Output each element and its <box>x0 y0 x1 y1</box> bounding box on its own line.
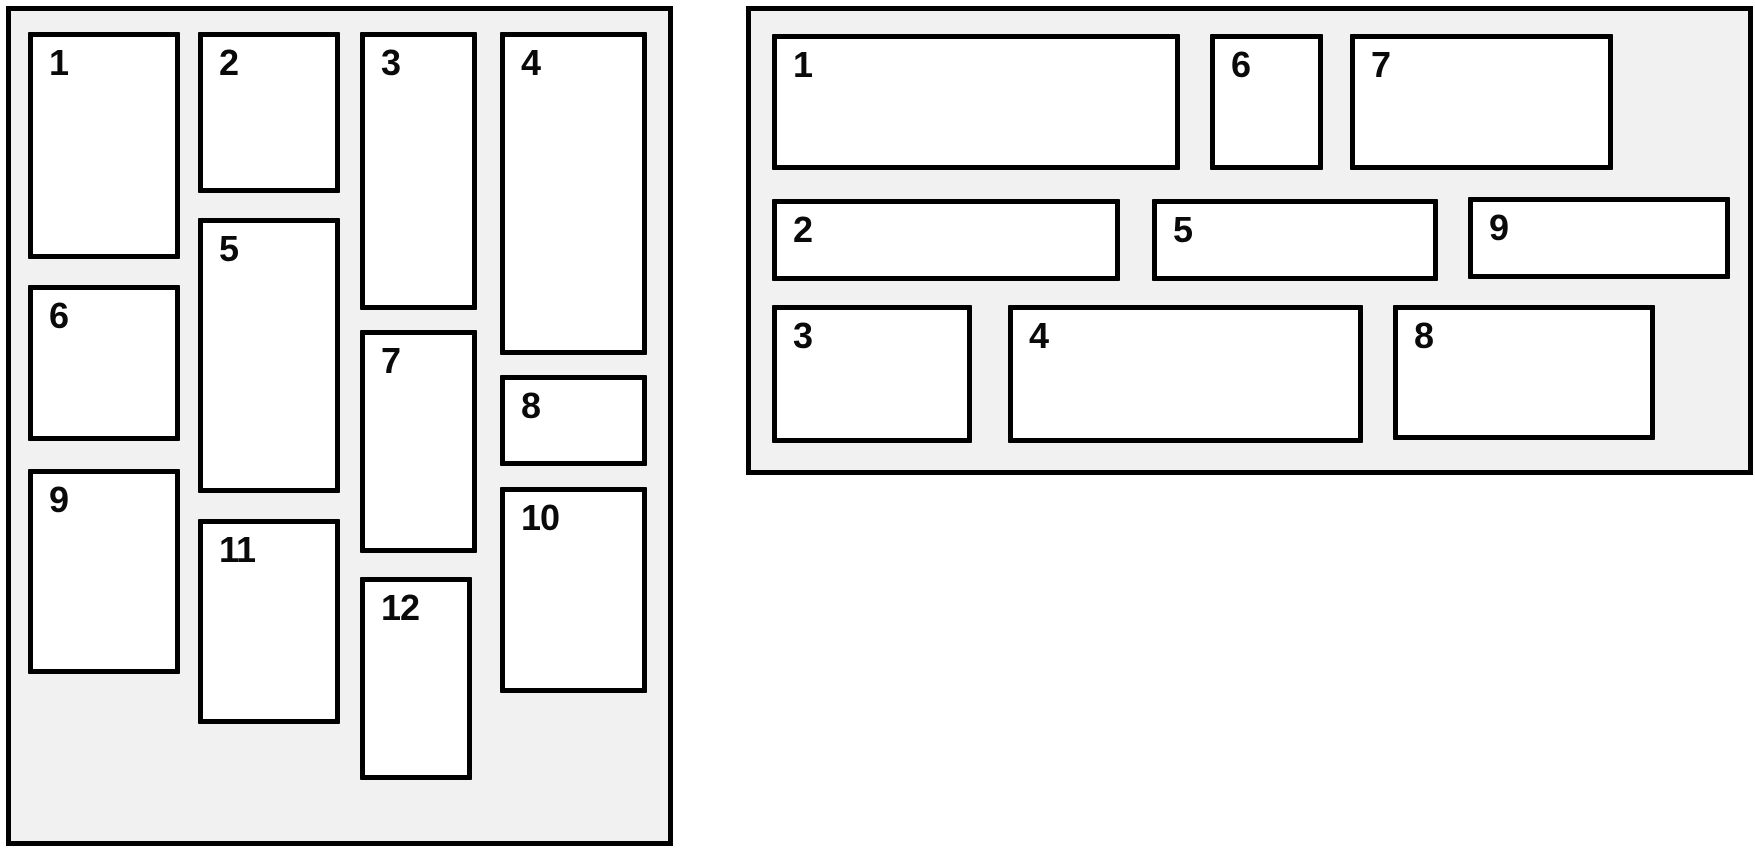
masonry-columns-panel-box-11: 11 <box>198 519 340 724</box>
box-number-label: 1 <box>793 44 813 85</box>
box-number-label: 9 <box>1489 207 1509 248</box>
box-number-label: 6 <box>49 295 69 336</box>
masonry-columns-panel-box-4: 4 <box>500 32 647 355</box>
grid-rows-panel-box-2: 2 <box>772 199 1120 281</box>
masonry-columns-panel-box-3: 3 <box>360 32 477 310</box>
box-number-label: 4 <box>521 42 541 83</box>
masonry-columns-panel-box-1: 1 <box>28 32 180 259</box>
box-number-label: 6 <box>1231 44 1251 85</box>
box-number-label: 10 <box>521 497 560 538</box>
box-number-label: 11 <box>219 529 256 570</box>
box-number-label: 2 <box>793 209 813 250</box>
grid-rows-panel-box-3: 3 <box>772 305 972 443</box>
grid-rows-panel-box-4: 4 <box>1008 305 1363 443</box>
grid-rows-panel-box-9: 9 <box>1468 197 1730 279</box>
box-number-label: 5 <box>219 228 239 269</box>
grid-rows-panel-box-6: 6 <box>1210 34 1323 170</box>
grid-rows-panel-box-1: 1 <box>772 34 1180 170</box>
box-number-label: 12 <box>381 587 420 628</box>
box-number-label: 3 <box>793 315 813 356</box>
box-number-label: 7 <box>1371 44 1391 85</box>
masonry-columns-panel-box-8: 8 <box>500 375 647 466</box>
masonry-columns-panel-box-6: 6 <box>28 285 180 441</box>
grid-rows-panel-box-5: 5 <box>1152 199 1438 281</box>
box-number-label: 1 <box>49 42 69 83</box>
masonry-columns-panel-box-7: 7 <box>360 330 477 553</box>
masonry-columns-panel-box-2: 2 <box>198 32 340 193</box>
masonry-columns-panel-box-5: 5 <box>198 218 340 493</box>
box-number-label: 8 <box>521 385 541 426</box>
masonry-columns-panel-box-12: 12 <box>360 577 472 780</box>
grid-rows-panel-box-8: 8 <box>1393 305 1655 440</box>
box-number-label: 9 <box>49 479 69 520</box>
box-number-label: 7 <box>381 340 401 381</box>
box-number-label: 3 <box>381 42 401 83</box>
grid-rows-panel: 1 2 3 4 5 6 7 8 9 <box>746 6 1753 475</box>
box-number-label: 5 <box>1173 209 1193 250</box>
box-number-label: 4 <box>1029 315 1049 356</box>
box-number-label: 8 <box>1414 315 1434 356</box>
box-number-label: 2 <box>219 42 239 83</box>
masonry-columns-panel-box-9: 9 <box>28 469 180 674</box>
grid-rows-panel-box-7: 7 <box>1350 34 1613 170</box>
masonry-columns-panel-box-10: 10 <box>500 487 647 693</box>
